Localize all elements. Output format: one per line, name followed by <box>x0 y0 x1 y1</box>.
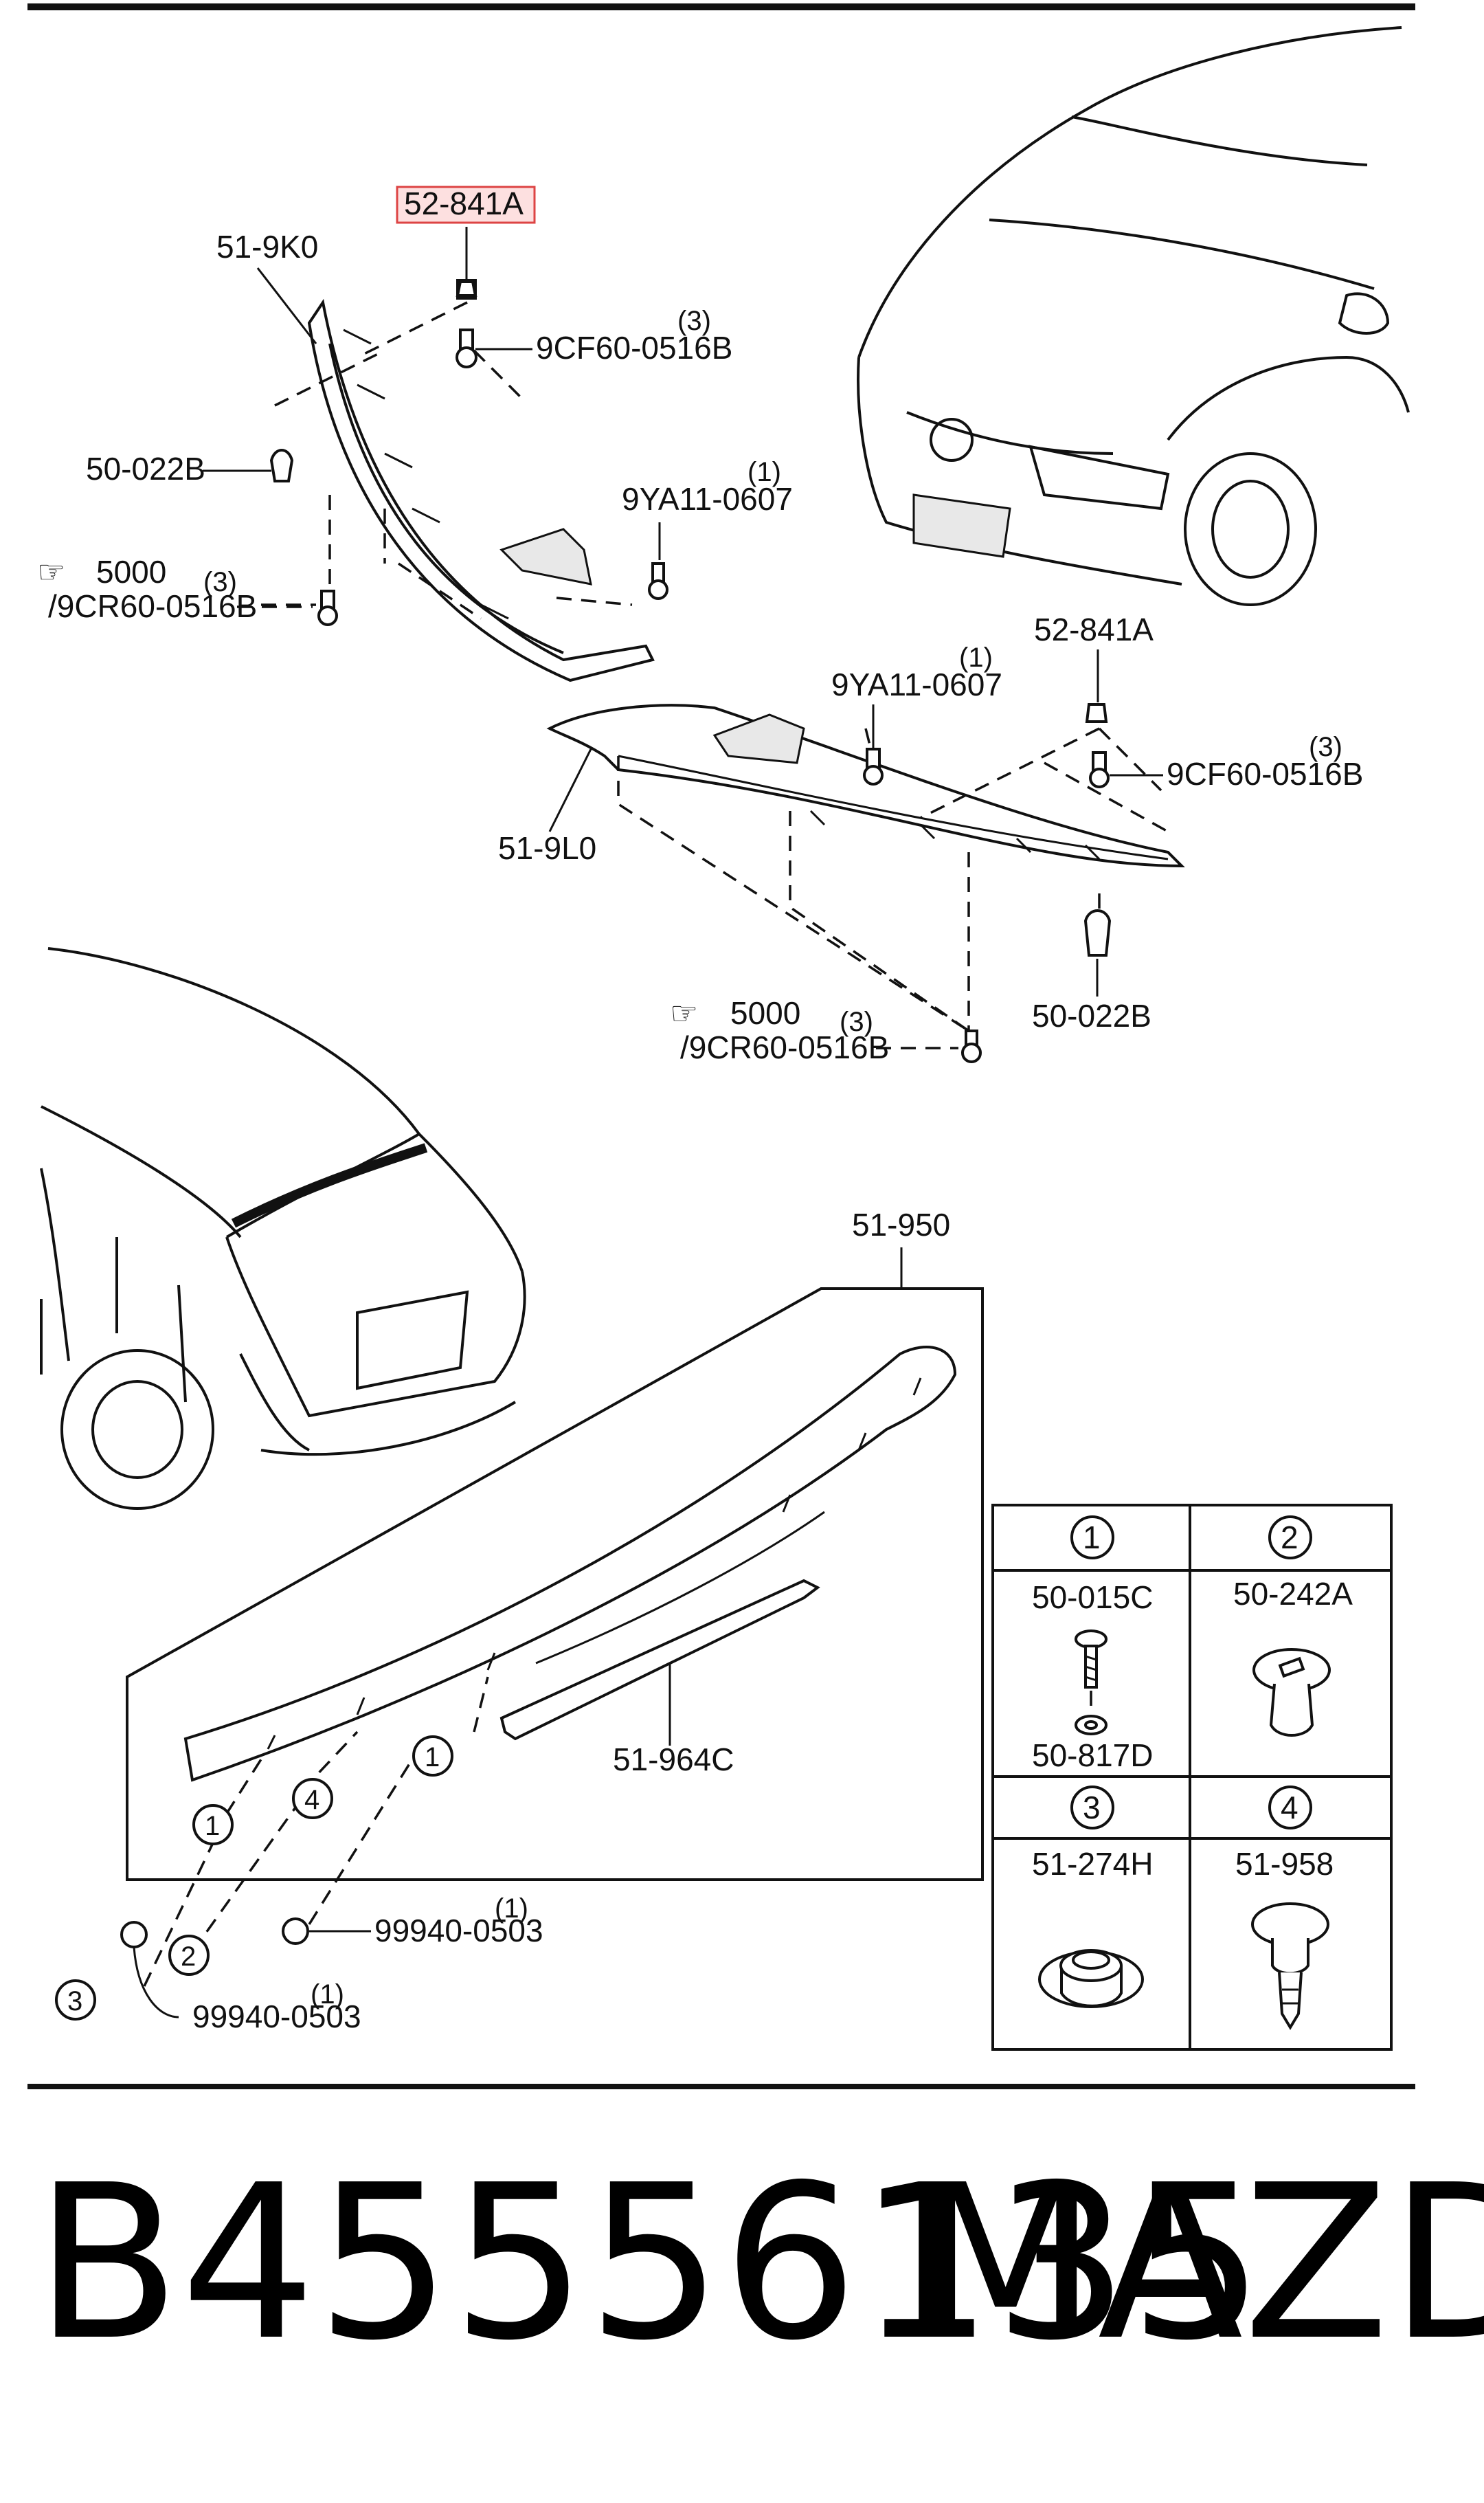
spoiler-box: 51-950 51-964C <box>126 1207 984 1881</box>
lower-fasteners <box>863 703 1112 1063</box>
lower-labels: 52-841A (1) 9YA11-0607 (3) 9CF60-0516B 5… <box>498 612 1363 1065</box>
upper-dashed-guides <box>261 301 633 620</box>
spoiler-body <box>183 1346 957 1782</box>
qty-screw-upper: (1) <box>747 457 781 487</box>
qty-bolt-upper: (3) <box>677 306 711 336</box>
legend-rivet-51-958-icon <box>1251 1902 1329 2030</box>
legend-part-50-015C: 50-015C <box>1032 1579 1153 1615</box>
upper-rail-51-9K0 <box>307 298 655 682</box>
label-ref-5000-upper: 5000 <box>96 554 166 590</box>
label-bolt-ref-upper: /9CR60-0516B <box>48 588 257 624</box>
callout-1b: 1 <box>425 1742 440 1772</box>
label-nut-lower: 52-841A <box>1034 612 1154 647</box>
label-cap-b: 99940-0503 <box>192 1999 361 2034</box>
legend-part-50-817D: 50-817D <box>1032 1737 1153 1773</box>
pointing-hand-icon-lower: ☞ <box>670 995 698 1031</box>
legend-num-2: 2 <box>1281 1520 1298 1555</box>
label-lower-rail: 51-9L0 <box>498 830 596 866</box>
spoiler-bracket <box>499 1579 820 1741</box>
upper-fasteners <box>269 279 668 626</box>
label-bolt-lower: 9CF60-0516B <box>1167 756 1363 792</box>
qty-cap-a: (1) <box>495 1893 528 1924</box>
upper-labels: 52-841A 51-9K0 (3) 9CF60-0516B 50-022B (… <box>37 186 793 624</box>
legend-part-51-958: 51-958 <box>1235 1846 1334 1882</box>
callout-3: 3 <box>67 1986 82 2016</box>
spoiler-callouts: 1 4 1 2 3 (1) 99940-0503 (1) 99940-0503 <box>55 1676 543 2034</box>
qty-cap-b: (1) <box>311 1979 344 2010</box>
callout-1a: 1 <box>205 1811 220 1841</box>
label-upper-rail: 51-9K0 <box>216 229 318 265</box>
qty-bolt-lower: (3) <box>1309 732 1342 762</box>
label-52-841A-highlight: 52-841A <box>404 186 524 221</box>
label-clip-lower-right: 50-022B <box>1032 998 1151 1034</box>
label-screw-lower: 9YA11-0607 <box>831 667 1002 702</box>
label-spoiler: 51-950 <box>852 1207 950 1243</box>
rear-car-illustration <box>40 947 526 1510</box>
footer-brand: MAZDA <box>914 2139 1484 2388</box>
legend-num-3: 3 <box>1083 1790 1101 1825</box>
lower-dashed-guides <box>617 727 1169 1032</box>
legend-num-1: 1 <box>1083 1520 1101 1555</box>
legend-clip-50-242A-icon <box>1252 1648 1331 1737</box>
legend-grommet-51-274H-icon <box>1038 1949 1144 2008</box>
pointing-hand-icon: ☞ <box>37 554 65 590</box>
callout-2: 2 <box>181 1942 196 1972</box>
label-cap-a: 99940-0503 <box>374 1913 543 1948</box>
label-bolt-ref-lower: /9CR60-0516B <box>680 1030 889 1065</box>
lower-rail-51-9L0 <box>546 704 1185 868</box>
label-screw-upper: 9YA11-0607 <box>622 481 793 517</box>
label-spoiler-bracket: 51-964C <box>613 1742 734 1777</box>
legend-part-51-274H: 51-274H <box>1032 1846 1153 1882</box>
highlight-box <box>396 186 536 224</box>
callout-4: 4 <box>304 1785 319 1815</box>
legend-part-50-242A: 50-242A <box>1233 1576 1353 1612</box>
legend-screw-50-015C-icon <box>1075 1629 1108 1735</box>
qty-screw-lower: (1) <box>959 643 993 673</box>
front-car-illustration <box>857 26 1410 606</box>
qty-ref-5000-upper: (3) <box>203 567 237 597</box>
qty-ref-5000-lower: (3) <box>840 1007 873 1037</box>
legend-num-4: 4 <box>1281 1790 1298 1825</box>
fastener-legend: 1 2 3 4 50-015C 50-817D 50-242A 51-274H … <box>991 1504 1393 2051</box>
label-bolt-upper: 9CF60-0516B <box>536 330 732 366</box>
footer-part-number: B45556135 <box>34 2139 1265 2388</box>
label-ref-5000-lower: 5000 <box>730 995 800 1031</box>
label-clip-upper-left: 50-022B <box>86 451 205 487</box>
